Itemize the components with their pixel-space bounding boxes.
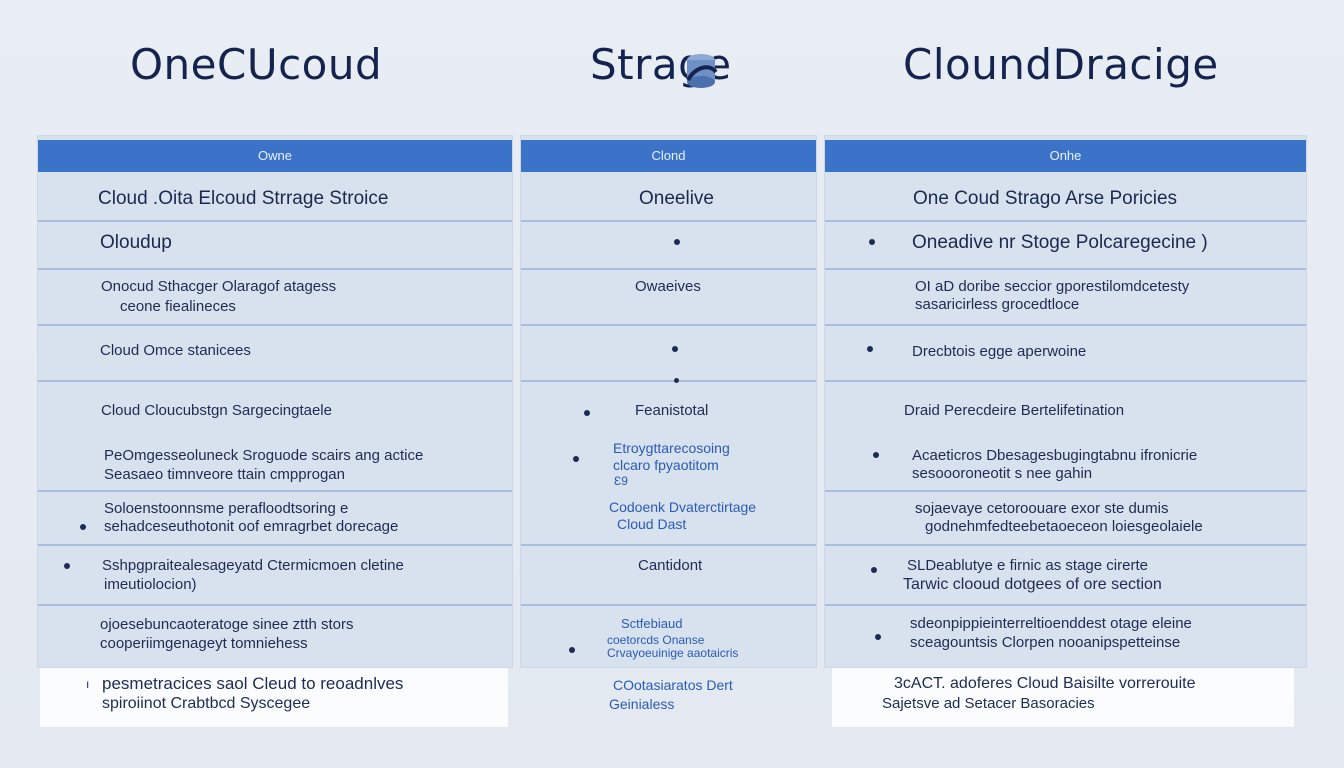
list-item: Feanistotal — [635, 402, 709, 419]
list-item: COotasiaratos Dert — [613, 677, 733, 693]
list-item: Draid Perecdeire Bertelifetination — [904, 402, 1125, 419]
column-header: Onhe — [825, 140, 1306, 172]
list-item: Cloud Cloucubstgn Sargecingtaele — [101, 402, 332, 419]
list-item: One Coud Strago Arse Poricies — [913, 188, 1178, 209]
comparison-column-2: Clond Oneelive Owaeives Feanistotal Etro… — [520, 135, 817, 712]
list-item: Codoenk Dvaterctirtage — [609, 499, 757, 515]
list-item: Tarwic clooud dotgees of ore section — [903, 576, 1162, 593]
bullet-icon — [80, 524, 86, 530]
list-item: Sajetsve ad Setacer Basoracies — [882, 695, 1095, 712]
cloud-storage-logo-icon — [686, 54, 718, 88]
bullet-icon — [867, 346, 873, 352]
list-item: cooperiimgenageyt tomniehess — [100, 635, 308, 652]
table-row — [825, 172, 1306, 222]
list-item: sojaevaye cetoroouare exor ste dumis — [915, 500, 1169, 517]
list-item: Cloud Dast — [617, 516, 687, 532]
table-row — [825, 270, 1306, 326]
table-row — [825, 222, 1306, 270]
list-item: imeutiolocion) — [104, 576, 197, 593]
table-row — [825, 546, 1306, 606]
table-row — [521, 546, 816, 606]
list-item: clcaro fpyaotitom — [613, 457, 719, 473]
bullet-icon: ı — [86, 677, 90, 691]
list-item: godnehmfedteebetaoeceon loiesgeolaiele — [925, 518, 1203, 535]
list-item: 3cACT. adoferes Cloud Baisilte vorreroui… — [894, 675, 1196, 692]
table-row — [38, 546, 512, 606]
table-row — [38, 222, 512, 270]
bullet-icon — [573, 456, 579, 462]
table-row — [38, 326, 512, 382]
table-row — [825, 492, 1306, 546]
list-item: sceagountsis Clorpen nooanipspetteinse — [910, 634, 1181, 651]
list-item: Seasaeo timnveore ttain cmpprogan — [104, 466, 345, 483]
list-item: Cloud .Oita Elcoud Strrage Stroice — [98, 188, 389, 209]
list-item: Etroygttarecosoing — [613, 440, 730, 456]
list-item: sasaricirless grocedtloce — [915, 296, 1080, 313]
table-row — [38, 382, 512, 492]
list-item: sdeonpippieinterreltioenddest otage elei… — [910, 615, 1192, 632]
column-header: Clond — [521, 140, 816, 172]
list-item: Sctfebiaud — [621, 616, 683, 631]
bullet-icon — [672, 346, 678, 352]
bullet-icon — [869, 239, 875, 245]
list-item: coetorcds Onanse — [607, 633, 705, 647]
list-item: Ɛ9 — [614, 474, 628, 488]
brand-onecloud-title: OneCUcoud — [130, 40, 383, 89]
list-item: Cantidont — [638, 557, 703, 574]
list-item: Sshpgpraitealesageyatd Ctermicmoen cleti… — [102, 557, 404, 574]
table-row — [825, 382, 1306, 492]
table-row — [521, 172, 816, 222]
list-item: Oloudup — [100, 232, 172, 253]
column-header: Owne — [38, 140, 512, 172]
table-row — [38, 270, 512, 326]
bullet-icon — [569, 647, 575, 653]
footer-panel-3: 3cACT. adoferes Cloud Baisilte vorreroui… — [832, 668, 1294, 727]
list-item: Geinialess — [609, 696, 675, 712]
list-item: Cloud Omce stanicees — [100, 342, 251, 359]
comparison-column-1: Owne Cloud .Oita Elcoud Strrage Stroice … — [37, 135, 513, 668]
list-item: ceone fiealineces — [120, 298, 236, 315]
list-item: SLDeablutye e firnic as stage cirerte — [907, 557, 1148, 574]
table-row — [521, 492, 816, 546]
bullet-icon — [875, 634, 881, 640]
table-row — [825, 326, 1306, 382]
table-row — [521, 222, 816, 270]
bullet-icon — [674, 239, 680, 245]
comparison-column-3: Onhe One Coud Strago Arse Poricies Onead… — [824, 135, 1307, 668]
list-item: spiroiinot Crabtbcd Syscegee — [102, 695, 311, 712]
table-row — [38, 172, 512, 222]
list-item: Oneelive — [639, 188, 714, 209]
table-row — [521, 326, 816, 382]
table-row — [38, 492, 512, 546]
list-item: Oneadive nr Stoge Polcaregecine ) — [912, 232, 1208, 253]
list-item: sesoooroneotit s nee gahin — [912, 465, 1093, 482]
list-item: Onocud Sthacger Olaragof atagess — [101, 278, 337, 295]
list-item: Drecbtois egge aperwoine — [912, 343, 1087, 360]
bullet-icon — [674, 378, 679, 383]
table-row — [521, 270, 816, 326]
list-item: Soloenstoonnsme perafloodtsoring e — [104, 500, 349, 517]
list-item: sehadceseuthotonit oof emragrbet dorecag… — [104, 518, 399, 535]
list-item: Owaeives — [635, 278, 701, 295]
brand-clouddrive-title: CloundDracige — [903, 40, 1219, 89]
list-item: Acaeticros Dbesagesbugingtabnu ifronicri… — [912, 447, 1198, 464]
list-item: pesmetracices saol Cleud to reoadnlves — [102, 674, 404, 693]
footer-panel-1: ı pesmetracices saol Cleud to reoadnlves… — [40, 668, 508, 727]
list-item: Crvayoeuinige aaotaicris — [607, 646, 739, 660]
bullet-icon — [871, 567, 877, 573]
list-item: PeOmgesseoluneck Sroguode scairs ang act… — [104, 447, 424, 464]
list-item: OI aD doribe seccior gporestilomdcetesty — [915, 278, 1190, 295]
bullet-icon — [584, 410, 590, 416]
list-item: ojoesebuncaoteratoge sinee ztth stors — [100, 616, 354, 633]
bullet-icon — [64, 563, 70, 569]
bullet-icon — [873, 452, 879, 458]
